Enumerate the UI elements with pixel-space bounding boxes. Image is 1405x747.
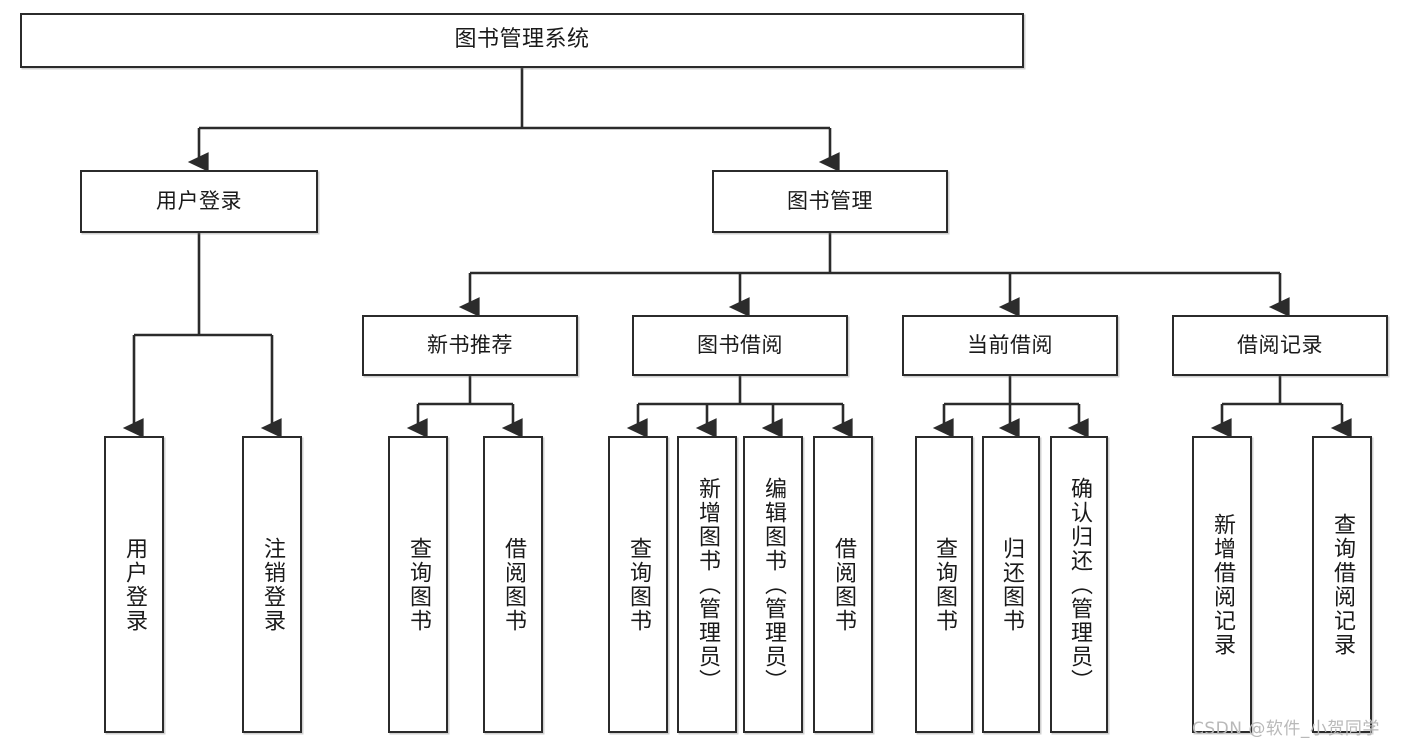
leaf-recommend-query-book-label: 查询图书 [406, 536, 431, 633]
leaf-recommend-query-book[interactable]: 查询图书 [388, 436, 448, 733]
leaf-current-query-book-label: 查询图书 [932, 536, 957, 633]
leaf-borrow-borrow-book-label: 借阅图书 [831, 536, 856, 633]
node-book-management[interactable]: 图书管理 [712, 170, 948, 233]
leaf-user-login-login-label: 用户登录 [122, 536, 147, 633]
node-borrow-record[interactable]: 借阅记录 [1172, 315, 1388, 376]
node-root[interactable]: 图书管理系统 [20, 13, 1024, 68]
leaf-current-query-book[interactable]: 查询图书 [915, 436, 973, 733]
leaf-record-add-record[interactable]: 新增借阅记录 [1192, 436, 1252, 733]
node-new-book-recommend-label: 新书推荐 [427, 332, 513, 357]
leaf-borrow-query-book-label: 查询图书 [626, 536, 651, 633]
node-user-login-label: 用户登录 [156, 188, 242, 213]
leaf-record-add-record-label: 新增借阅记录 [1210, 512, 1235, 657]
leaf-current-confirm-return-label: 确认归还（管理员） [1067, 476, 1092, 693]
node-new-book-recommend[interactable]: 新书推荐 [362, 315, 578, 376]
node-book-borrow[interactable]: 图书借阅 [632, 315, 848, 376]
leaf-borrow-add-book-label: 新增图书（管理员） [695, 476, 720, 693]
leaf-borrow-query-book[interactable]: 查询图书 [608, 436, 668, 733]
node-user-login[interactable]: 用户登录 [80, 170, 318, 233]
leaf-borrow-add-book[interactable]: 新增图书（管理员） [677, 436, 737, 733]
node-current-borrow-label: 当前借阅 [967, 332, 1053, 357]
node-book-borrow-label: 图书借阅 [697, 332, 783, 357]
leaf-borrow-edit-book[interactable]: 编辑图书（管理员） [743, 436, 803, 733]
csdn-watermark: CSDN @软件_小贺同学 [1192, 719, 1380, 739]
node-root-label: 图书管理系统 [454, 27, 590, 53]
leaf-user-login-logout[interactable]: 注销登录 [242, 436, 302, 733]
leaf-current-confirm-return[interactable]: 确认归还（管理员） [1050, 436, 1108, 733]
leaf-recommend-borrow-book-label: 借阅图书 [501, 536, 526, 633]
leaf-current-return-book[interactable]: 归还图书 [982, 436, 1040, 733]
leaf-record-query-record-label: 查询借阅记录 [1330, 512, 1355, 657]
leaf-current-return-book-label: 归还图书 [999, 536, 1024, 633]
node-current-borrow[interactable]: 当前借阅 [902, 315, 1118, 376]
leaf-borrow-borrow-book[interactable]: 借阅图书 [813, 436, 873, 733]
leaf-borrow-edit-book-label: 编辑图书（管理员） [761, 476, 786, 693]
leaf-user-login-login[interactable]: 用户登录 [104, 436, 164, 733]
leaf-user-login-logout-label: 注销登录 [260, 536, 285, 633]
node-book-management-label: 图书管理 [787, 188, 873, 213]
leaf-recommend-borrow-book[interactable]: 借阅图书 [483, 436, 543, 733]
node-borrow-record-label: 借阅记录 [1237, 332, 1323, 357]
leaf-record-query-record[interactable]: 查询借阅记录 [1312, 436, 1372, 733]
